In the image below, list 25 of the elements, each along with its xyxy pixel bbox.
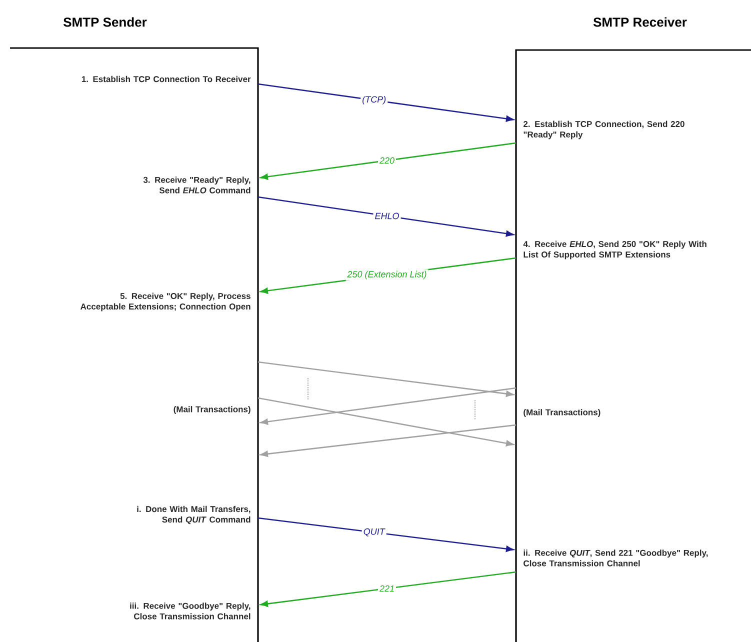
step-text: (Mail Transactions) [174, 406, 250, 414]
step-text: ii. Receive QUIT, Send 221 "Goodbye" Reply, Close Transmission Channel [524, 550, 708, 566]
arrow [258, 361, 514, 397]
step-text: (Mail Transactions) [524, 409, 600, 417]
arrow [258, 196, 514, 237]
edge-label: EHLO [373, 211, 401, 221]
arrow [260, 387, 516, 425]
step-text: 2. Establish TCP Connection, Send 220 "Ready" Reply [524, 120, 684, 140]
step-text: 5. Receive "OK" Reply, Process Acceptable Extensions; Connection Open [80, 292, 250, 312]
arrow [260, 142, 516, 180]
arrow [260, 571, 516, 607]
edge-label: 250 (Extension List) [346, 269, 428, 281]
step-text: 3. Receive "Ready" Reply, Send EHLO Command [143, 176, 250, 194]
arrow [260, 424, 516, 457]
arrow [258, 517, 514, 552]
arrow [258, 83, 514, 122]
edge-label: 220 [378, 156, 396, 166]
edge-label: QUIT [362, 526, 386, 538]
step-text: 4. Receive EHLO, Send 250 "OK" Reply With List Of Supported SMTP Extensions [523, 240, 706, 260]
edge-label: 221 [378, 584, 396, 594]
edge-label: (TCP) [360, 94, 388, 106]
step-text: iii. Receive "Goodbye" Reply, Close Transmission Channel [130, 602, 250, 620]
step-text: 1. Establish TCP Connection To Receiver [82, 76, 251, 82]
arrow [258, 397, 514, 446]
step-text: i. Done With Mail Transfers, Send QUIT Command [137, 506, 250, 524]
